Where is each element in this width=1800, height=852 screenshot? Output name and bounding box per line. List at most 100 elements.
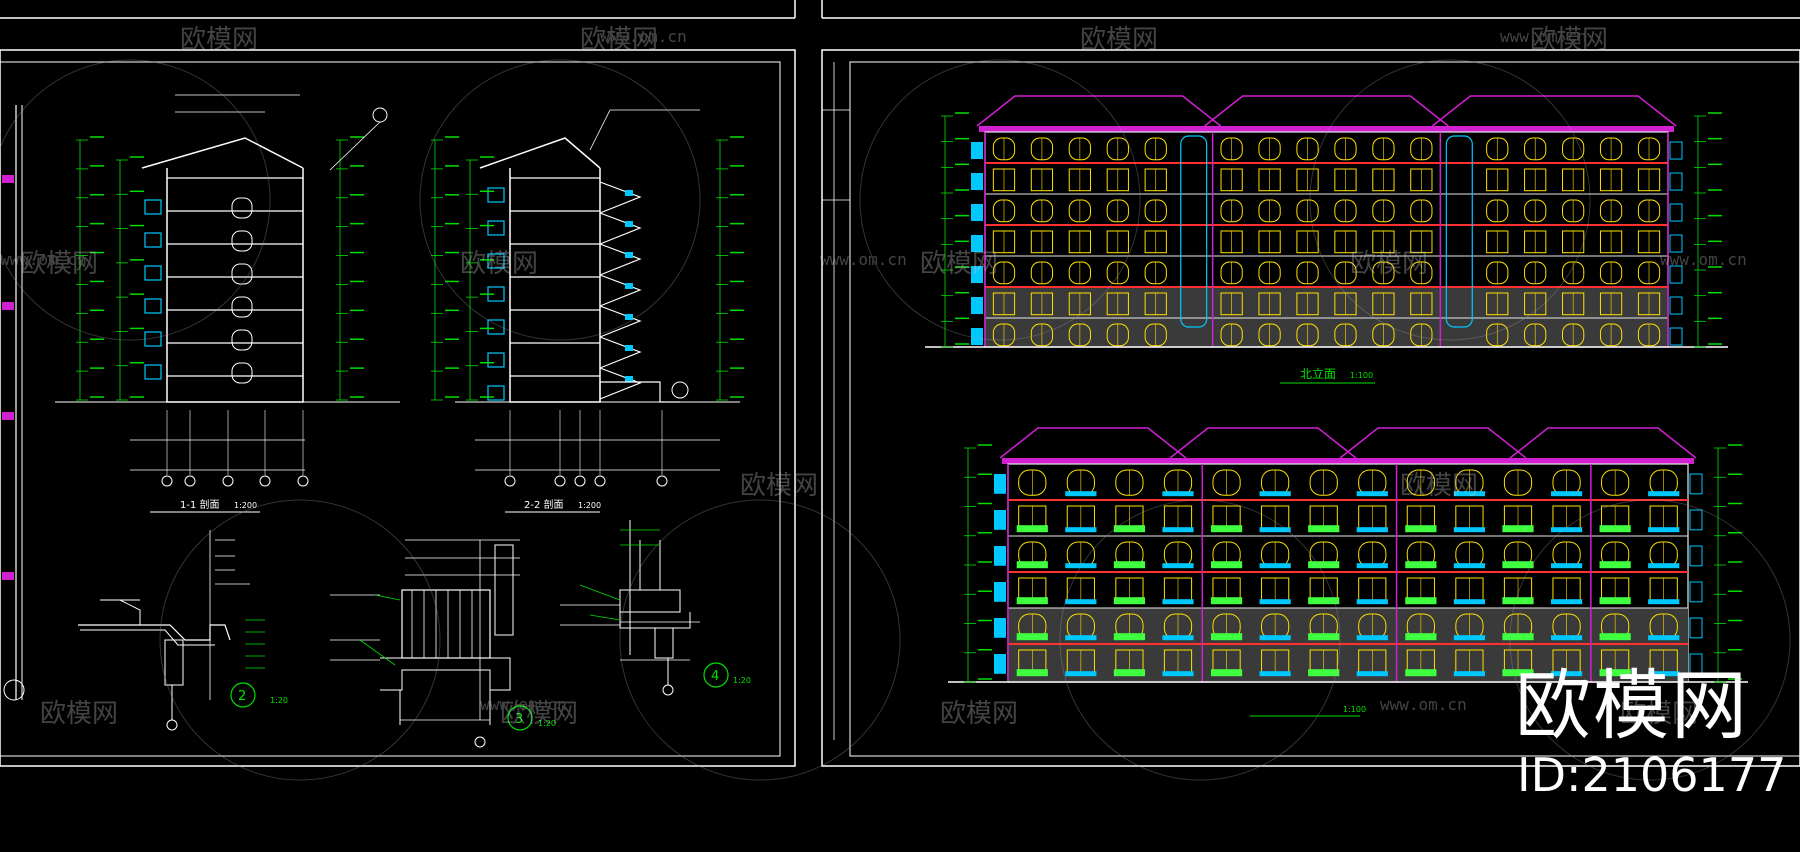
brand-watermark-text: 欧模网 <box>1080 25 1158 55</box>
brand-watermark-text: 欧模网 <box>580 25 658 55</box>
brand-watermark-logo: 欧模网 <box>1515 661 1749 750</box>
url-watermark-text: www.om.cn <box>600 27 687 46</box>
section-2-balcony <box>487 319 505 335</box>
detail-2-marker <box>230 682 256 708</box>
url-watermark-text: www.om.cn <box>0 250 87 269</box>
side-balcony <box>1689 653 1703 675</box>
section-2-2-label: 2-2 剖面 <box>524 498 564 511</box>
section-1-window <box>231 230 253 252</box>
balcony-rail <box>1648 671 1680 677</box>
roof-hip <box>1431 95 1677 127</box>
section-1-balcony <box>144 364 162 380</box>
balcony-panel <box>1502 597 1534 605</box>
balcony-rail <box>1356 563 1388 569</box>
section-2-stair-flight <box>599 336 642 369</box>
balcony-panel <box>1405 633 1437 641</box>
side-balcony <box>1669 172 1683 191</box>
side-balcony <box>971 297 983 315</box>
section-2-2-scale: 1:200 <box>578 501 601 510</box>
balcony-panel <box>1210 669 1243 677</box>
side-balcony <box>971 235 983 253</box>
detail-2-scale: 1:20 <box>270 696 288 705</box>
brand-watermark-text: 欧模网 <box>940 699 1018 729</box>
balcony-panel <box>1113 597 1146 605</box>
detail-3-marker <box>507 705 533 731</box>
watermark-circle <box>0 59 271 341</box>
section-2-balcony <box>487 187 505 203</box>
balcony-rail <box>1065 563 1097 569</box>
side-balcony <box>994 654 1006 674</box>
model-id-watermark: ID:2106177 <box>1517 748 1787 802</box>
side-balcony <box>1689 509 1703 531</box>
detail-4-scale: 1:20 <box>733 676 751 685</box>
balcony-rail <box>1065 671 1097 677</box>
side-balcony <box>1669 265 1683 284</box>
side-balcony <box>994 582 1006 602</box>
balcony-panel <box>1599 597 1631 605</box>
balcony-panel <box>1113 525 1146 533</box>
watermark-circle <box>859 59 1141 341</box>
balcony-panel <box>1210 633 1243 641</box>
balcony-panel <box>1308 597 1340 605</box>
left-edge-partial-elevation <box>2 105 25 701</box>
balcony-rail <box>1648 635 1680 641</box>
balcony-rail <box>1259 527 1291 533</box>
watermark-circle <box>159 499 441 781</box>
balcony-panel <box>1502 669 1534 677</box>
side-balcony <box>1689 473 1703 495</box>
section-1-balcony <box>144 331 162 347</box>
balcony-panel <box>1308 561 1340 569</box>
section-2-balcony <box>487 385 505 401</box>
section-1-window <box>231 329 253 351</box>
balcony-panel <box>1210 525 1243 533</box>
side-balcony <box>1689 545 1703 567</box>
balcony-rail <box>1259 563 1291 569</box>
side-balcony <box>994 546 1006 566</box>
section-2-balcony <box>487 220 505 236</box>
balcony-rail <box>1356 491 1388 497</box>
title-strip <box>822 62 850 740</box>
side-balcony <box>994 474 1006 494</box>
right-sheet-inner-border <box>849 61 1800 757</box>
roof-hip <box>999 427 1187 459</box>
section-1-balcony <box>144 298 162 314</box>
section-2-stair-flight <box>599 274 642 307</box>
section-1-balcony <box>144 232 162 248</box>
section-1-window <box>231 362 253 384</box>
balcony-rail <box>1259 635 1291 641</box>
north-elevation-drawing <box>925 95 1728 348</box>
balcony-rail <box>1453 671 1486 677</box>
stair-window-strip <box>1180 135 1208 328</box>
brand-watermark-text: 欧模网 <box>40 699 118 729</box>
balcony-rail <box>1065 635 1097 641</box>
balcony-panel <box>1210 561 1243 569</box>
balcony-rail <box>1550 671 1583 677</box>
brand-watermark-text: 欧模网 <box>1400 471 1478 501</box>
balcony-panel <box>1210 597 1243 605</box>
balcony-panel <box>1016 525 1048 533</box>
brand-watermark-text: 欧模网 <box>20 249 98 279</box>
balcony-rail <box>1259 671 1291 677</box>
section-2-stair-flight <box>599 367 642 400</box>
right-sheet-outer-border <box>821 49 1800 767</box>
top-frame-right <box>821 0 1800 19</box>
balcony-rail <box>1648 527 1680 533</box>
balcony-panel <box>1113 561 1146 569</box>
section-2-stair-flight <box>599 212 642 245</box>
watermark-circle <box>1509 499 1791 781</box>
section-1-roof <box>141 137 304 169</box>
north-elevation-scale: 1:100 <box>1350 371 1373 380</box>
balcony-panel <box>1502 525 1534 533</box>
balcony-rail <box>1065 599 1097 605</box>
roof-hip <box>976 95 1222 127</box>
section-2-stair-flight <box>599 305 642 338</box>
balcony-rail <box>1550 599 1583 605</box>
side-balcony <box>1669 203 1683 222</box>
side-balcony <box>1689 581 1703 603</box>
section-2-stair-flight <box>599 181 642 214</box>
balcony-rail <box>1065 527 1097 533</box>
section-1-walls <box>166 168 304 403</box>
side-balcony <box>971 204 983 222</box>
section-1-1-label: 1-1 剖面 <box>180 498 220 511</box>
right-drawing-sheet: 北立面 1:100 1:100 <box>821 49 1800 767</box>
